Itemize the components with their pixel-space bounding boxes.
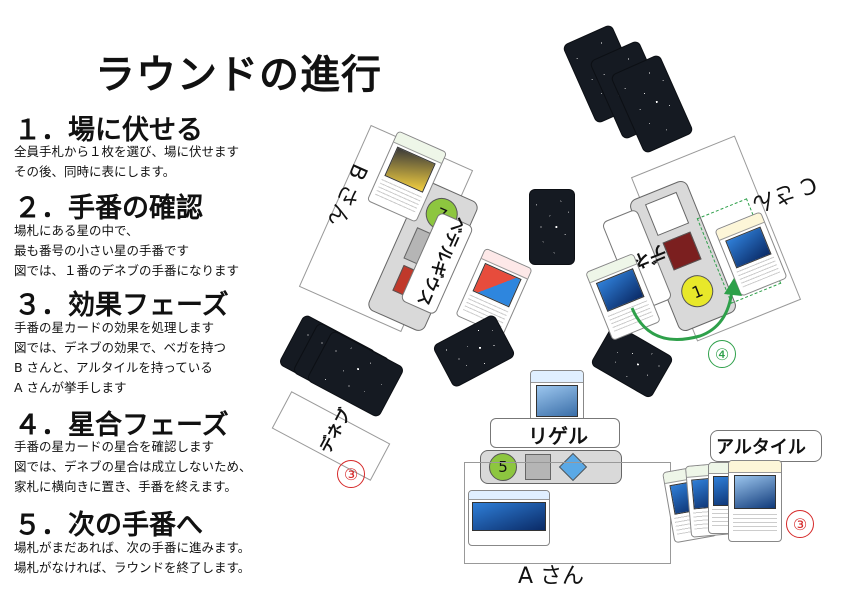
c-board-red-tile — [662, 231, 702, 271]
move-arrow — [630, 278, 742, 341]
arrow-step-marker: ④ — [708, 340, 736, 368]
step-3-heading: ３．効果フェーズ — [14, 290, 229, 321]
step-4-heading: ４．星合フェーズ — [14, 410, 229, 441]
altair-raise-marker: ③ — [786, 510, 814, 538]
step-5-body: 場札がまだあれば、次の手番に進みます。 場札がなければ、ラウンドを終了します。 — [14, 540, 251, 575]
altair-name-label: アルタイル — [716, 437, 806, 458]
a-star-name-label: リゲル — [528, 424, 588, 448]
field-card-top — [530, 190, 574, 264]
altair-name-box — [710, 430, 822, 462]
b-raise-marker: ③ — [337, 460, 365, 488]
a-house-card — [468, 490, 550, 546]
step-1-heading: １．場に伏せる — [14, 115, 203, 146]
page-title: ラウンドの進行 — [95, 52, 382, 98]
a-board-star-tile — [525, 454, 551, 480]
step-2-body: 場札にある星の中で、 最も番号の小さい星の手番です 図では、１番のデネブの手番に… — [14, 223, 240, 278]
a-player-label: A さん — [518, 564, 585, 589]
altair-card-main[interactable] — [728, 460, 782, 542]
step-2-heading: ２．手番の確認 — [14, 193, 203, 224]
step-5-heading: ５．次の手番へ — [14, 510, 203, 541]
step-1-body: 全員手札から１枚を選び、場に伏せます その後、同時に表にします。 — [14, 144, 240, 179]
a-board-number: 5 — [489, 453, 517, 481]
a-star-name-box — [490, 418, 620, 448]
step-4-body: 手番の星カードの星合を確認します 図では、デネブの星合は成立しないため、 家札に… — [14, 439, 252, 494]
a-player-board: 5 — [480, 450, 622, 484]
c-board-diamond-tile — [644, 191, 690, 237]
step-3-body: 手番の星カードの効果を処理します 図では、デネブの効果で、ベガを持つ B さんと… — [14, 320, 227, 395]
